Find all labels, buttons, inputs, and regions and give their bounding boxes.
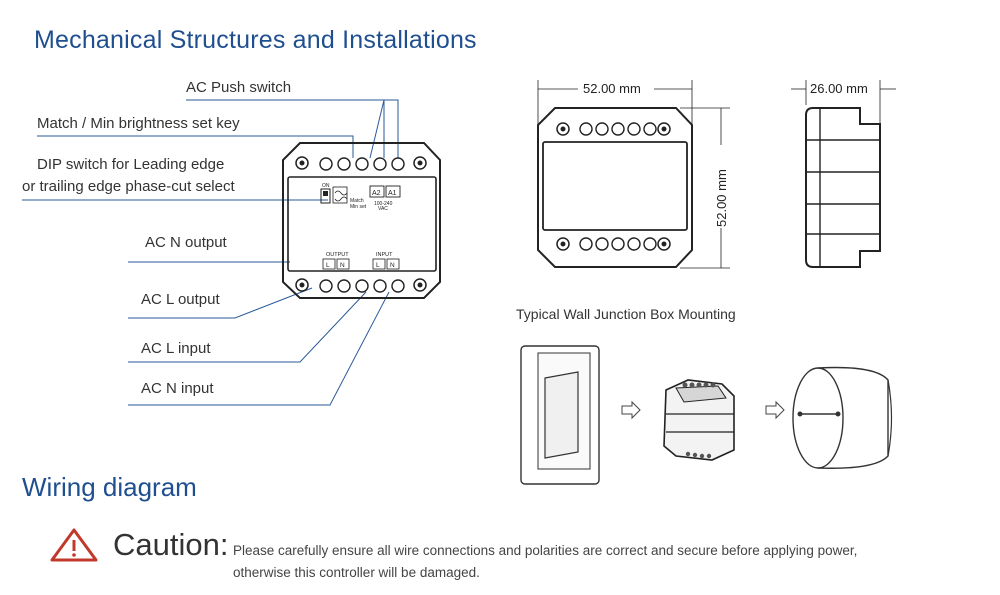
page-title: Mechanical Structures and Installations <box>34 26 477 54</box>
caution-message: Please carefully ensure all wire connect… <box>233 540 993 584</box>
width-dimension: 52.00 mm <box>583 81 641 96</box>
callout-ac-push-switch: AC Push switch <box>186 79 292 96</box>
device-out-n: N <box>340 262 345 269</box>
device-a1-label: A1 <box>388 190 397 197</box>
device-on-label: ON <box>322 183 330 189</box>
controller-3d-illustration <box>663 379 735 461</box>
mounting-title: Typical Wall Junction Box Mounting <box>516 306 736 322</box>
device-front-view <box>282 142 441 299</box>
callout-ac-l-output: AC L output <box>141 291 220 308</box>
callout-ac-n-input: AC N input <box>141 380 214 397</box>
dimension-front-view <box>537 80 730 269</box>
caution-line1: Please carefully ensure all wire connect… <box>233 543 858 558</box>
arrow-icon-2 <box>765 400 785 420</box>
device-a2-label: A2 <box>372 190 381 197</box>
warning-icon <box>50 528 98 562</box>
device-vac-label: VAC <box>378 206 388 212</box>
wiring-title: Wiring diagram <box>22 472 197 502</box>
callout-dip-line1: DIP switch for Leading edge <box>37 156 225 173</box>
leader-lines <box>22 99 399 406</box>
wall-switch-illustration <box>520 345 600 485</box>
height-dimension: 52.00 mm <box>714 169 729 227</box>
callout-ac-n-output: AC N output <box>145 234 227 251</box>
callout-ac-l-input: AC L input <box>141 340 211 357</box>
device-min-set-label: Min set <box>350 204 367 210</box>
device-in-l: L <box>376 262 380 269</box>
device-side-view <box>791 80 896 268</box>
arrow-icon-1 <box>621 400 641 420</box>
device-match-label: Match <box>350 198 364 204</box>
caution-label: Caution: <box>113 527 229 562</box>
device-out-l: L <box>326 262 330 269</box>
device-in-n: N <box>390 262 395 269</box>
device-output-label: OUTPUT <box>326 252 349 258</box>
device-input-label: INPUT <box>376 252 393 258</box>
callout-dip-line2: or trailing edge phase-cut select <box>22 178 235 195</box>
device-voltage-label: 100-240 <box>374 201 393 207</box>
junction-box-illustration <box>792 366 893 469</box>
caution-line2: otherwise this controller will be damage… <box>233 565 480 580</box>
depth-dimension: 26.00 mm <box>810 81 868 96</box>
callout-match-key: Match / Min brightness set key <box>37 115 240 132</box>
